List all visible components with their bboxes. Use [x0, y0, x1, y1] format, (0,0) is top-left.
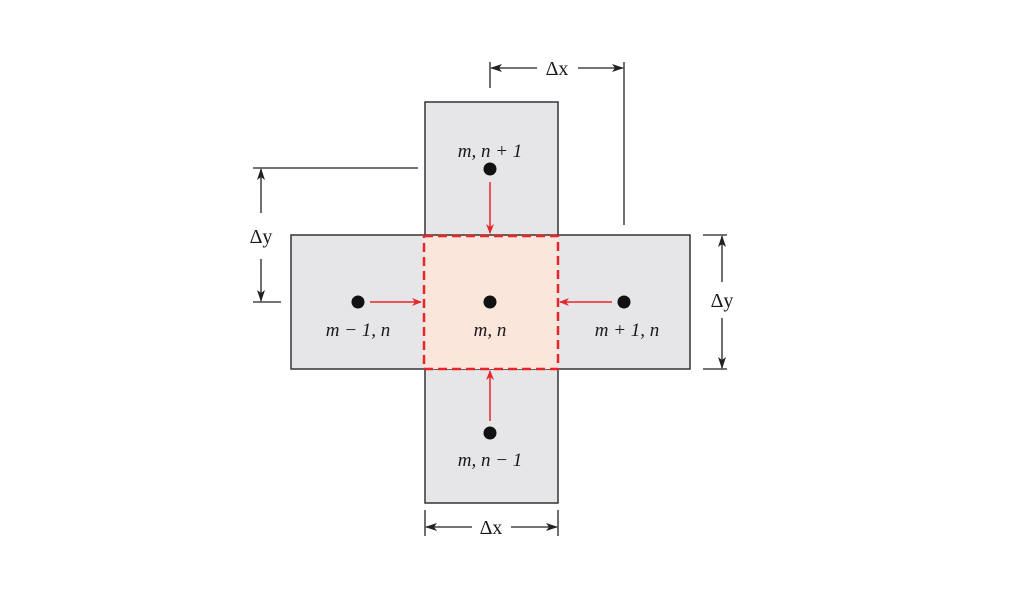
node-top-label: m, n + 1 [458, 141, 523, 162]
node-top-dot [483, 162, 497, 176]
node-right-dot [617, 295, 631, 309]
node-right-label: m + 1, n [595, 320, 660, 341]
node-center-dot [483, 295, 497, 309]
node-center-label: m, n [474, 320, 507, 341]
dimension-lines [253, 62, 727, 536]
right-dy-label: Δy [711, 290, 734, 312]
top-dx-label: Δx [546, 58, 569, 80]
node-left-label: m − 1, n [326, 320, 391, 341]
bottom-dx-label: Δx [480, 517, 503, 539]
node-bottom-label: m, n − 1 [458, 450, 523, 471]
heat-flow-arrows [370, 182, 612, 421]
left-dy-label: Δy [250, 226, 273, 248]
node-left-dot [351, 295, 365, 309]
node-bottom-dot [483, 426, 497, 440]
